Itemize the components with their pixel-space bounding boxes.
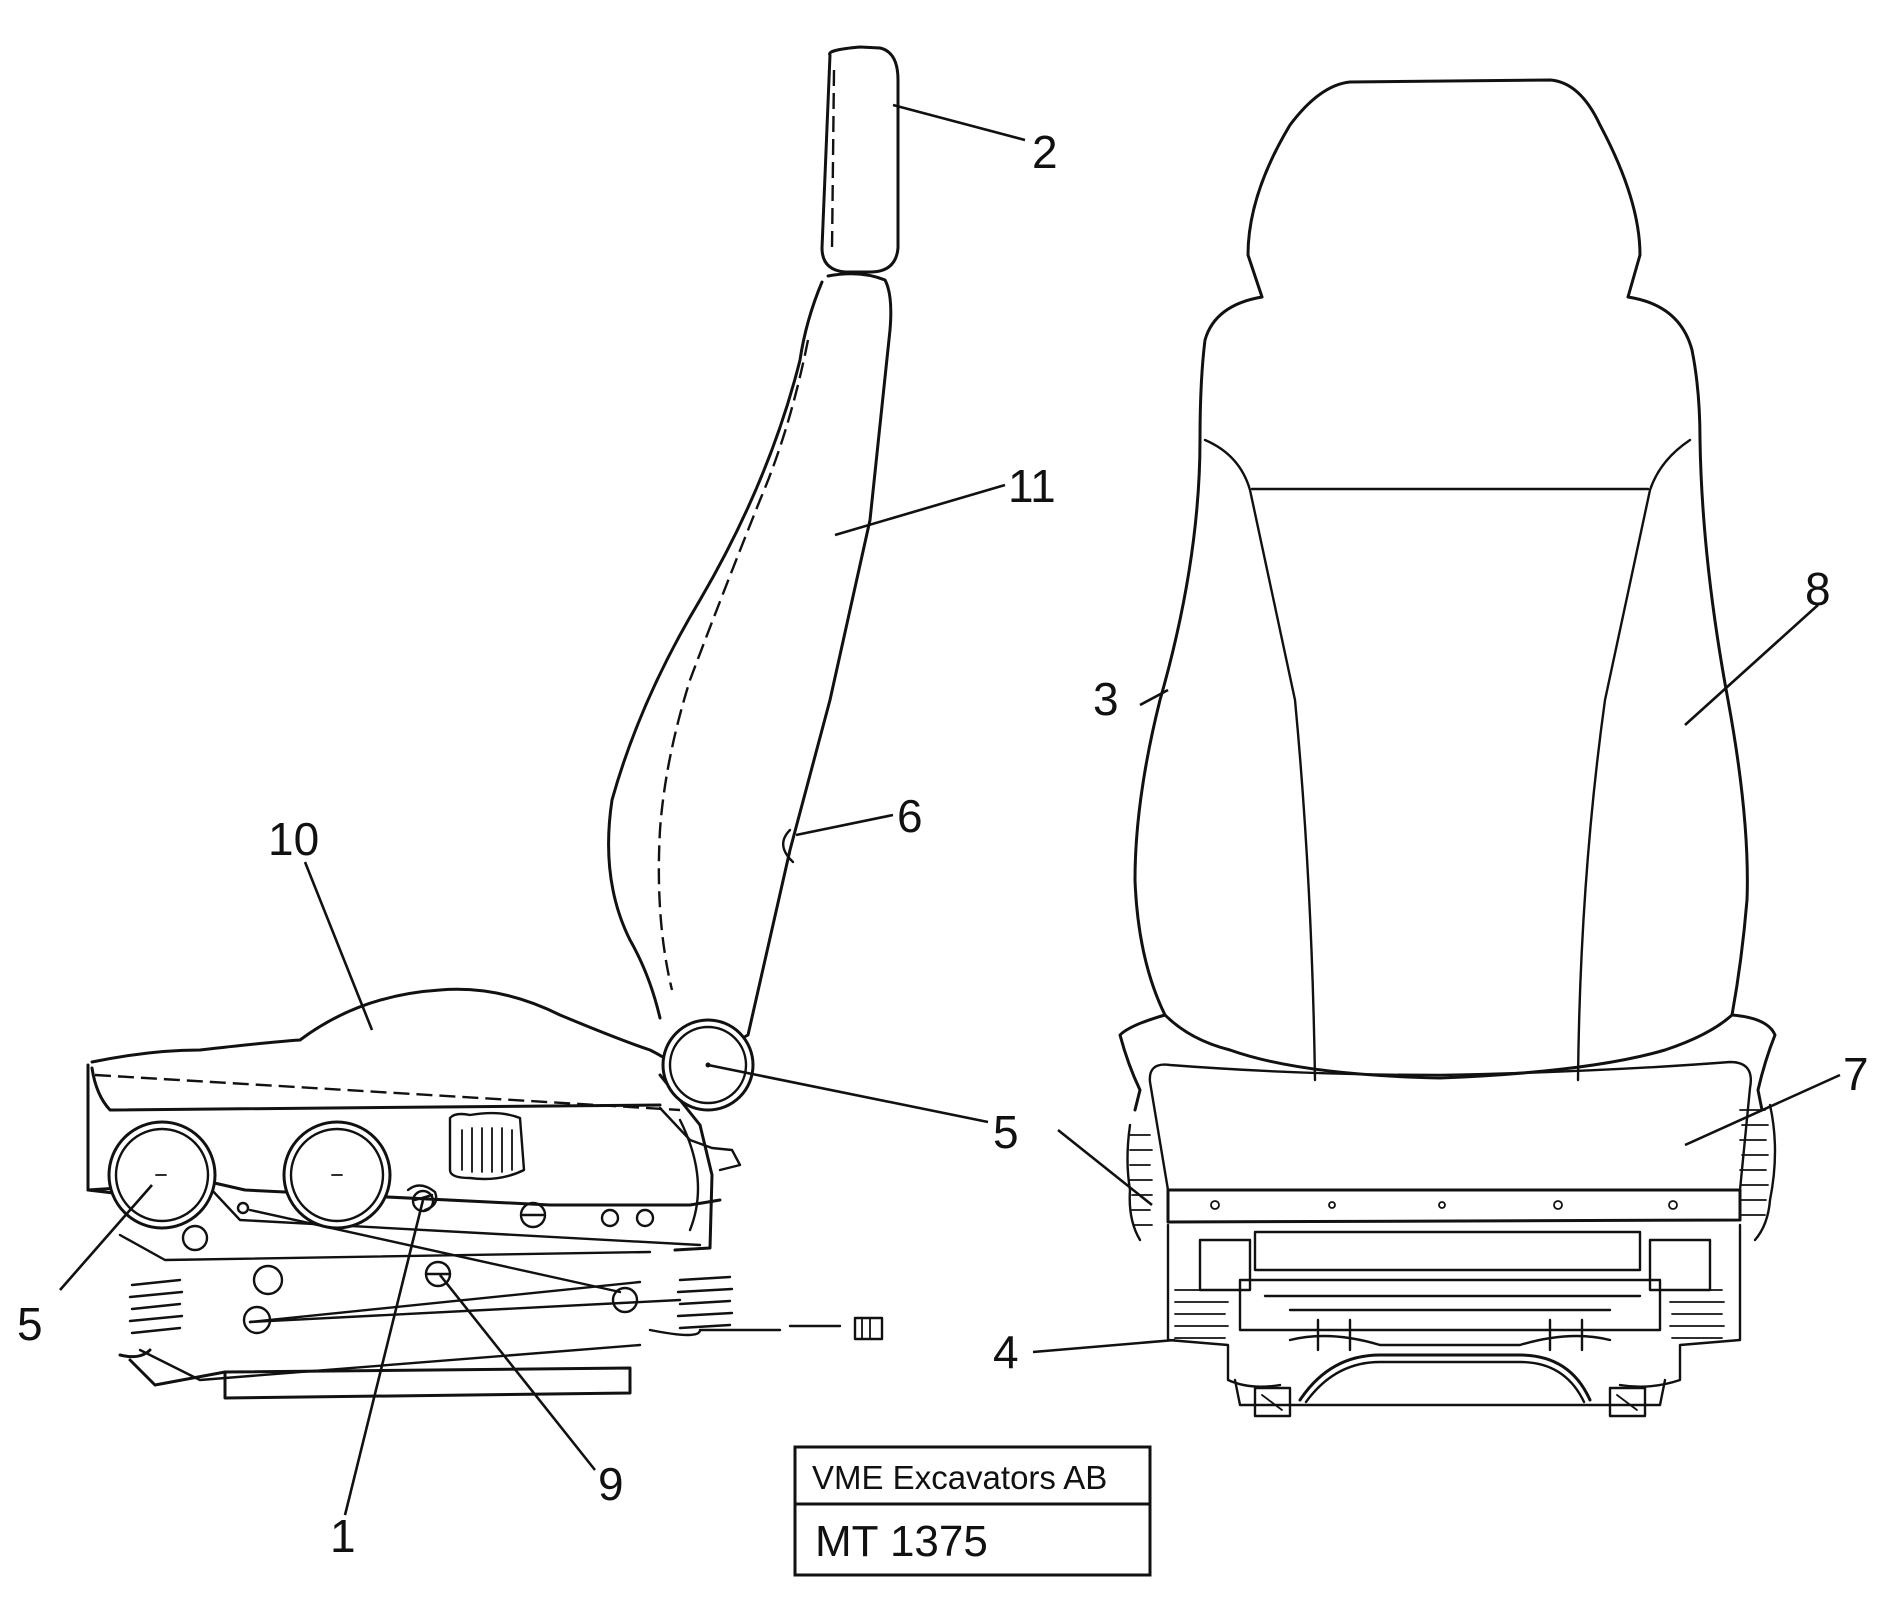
leader-5-middle [707,1063,989,1124]
callout-4: 4 [993,1326,1019,1378]
leader-9 [438,1274,597,1471]
seat-base-front [1126,1103,1777,1418]
company-name: VME Excavators AB [812,1459,1107,1496]
leader-4 [1032,1338,1176,1354]
leader-1 [343,1199,425,1516]
leader-6 [795,813,894,837]
headrest-side [820,45,900,274]
callout-2: 2 [1032,126,1058,178]
callout-5-left: 5 [17,1298,43,1350]
callout-1: 1 [330,1510,356,1562]
callout-10: 10 [268,813,319,865]
callout-5-middle: 5 [993,1106,1019,1158]
headrest-front [1246,78,1642,299]
seat-frame-side [86,1018,884,1400]
side-view-seat [86,45,900,1400]
callout-3: 3 [1093,673,1119,725]
leader-lines [59,103,1841,1516]
leader-5-right [1057,1128,1153,1207]
leader-11 [834,483,1006,537]
callout-6: 6 [897,790,923,842]
front-view-seat [1118,78,1777,1418]
seat-cushion-front [1118,1013,1777,1224]
callout-11: 11 [1008,460,1056,512]
leader-2 [892,103,1026,142]
title-block: VME Excavators AB MT 1375 [793,1445,1152,1577]
callout-9: 9 [598,1458,624,1510]
leader-10 [303,861,374,1031]
callout-labels: 2 11 6 10 5 5 5 9 1 3 8 7 4 [17,126,1869,1562]
callout-7: 7 [1843,1048,1869,1100]
backrest-front [1133,295,1749,1082]
callout-8: 8 [1805,563,1831,615]
leader-8 [1684,604,1819,726]
leader-5-left [59,1184,153,1291]
leader-3 [1139,688,1169,707]
backrest-side [607,272,893,1047]
drawing-number: MT 1375 [815,1517,988,1566]
leader-7 [1684,1073,1841,1147]
